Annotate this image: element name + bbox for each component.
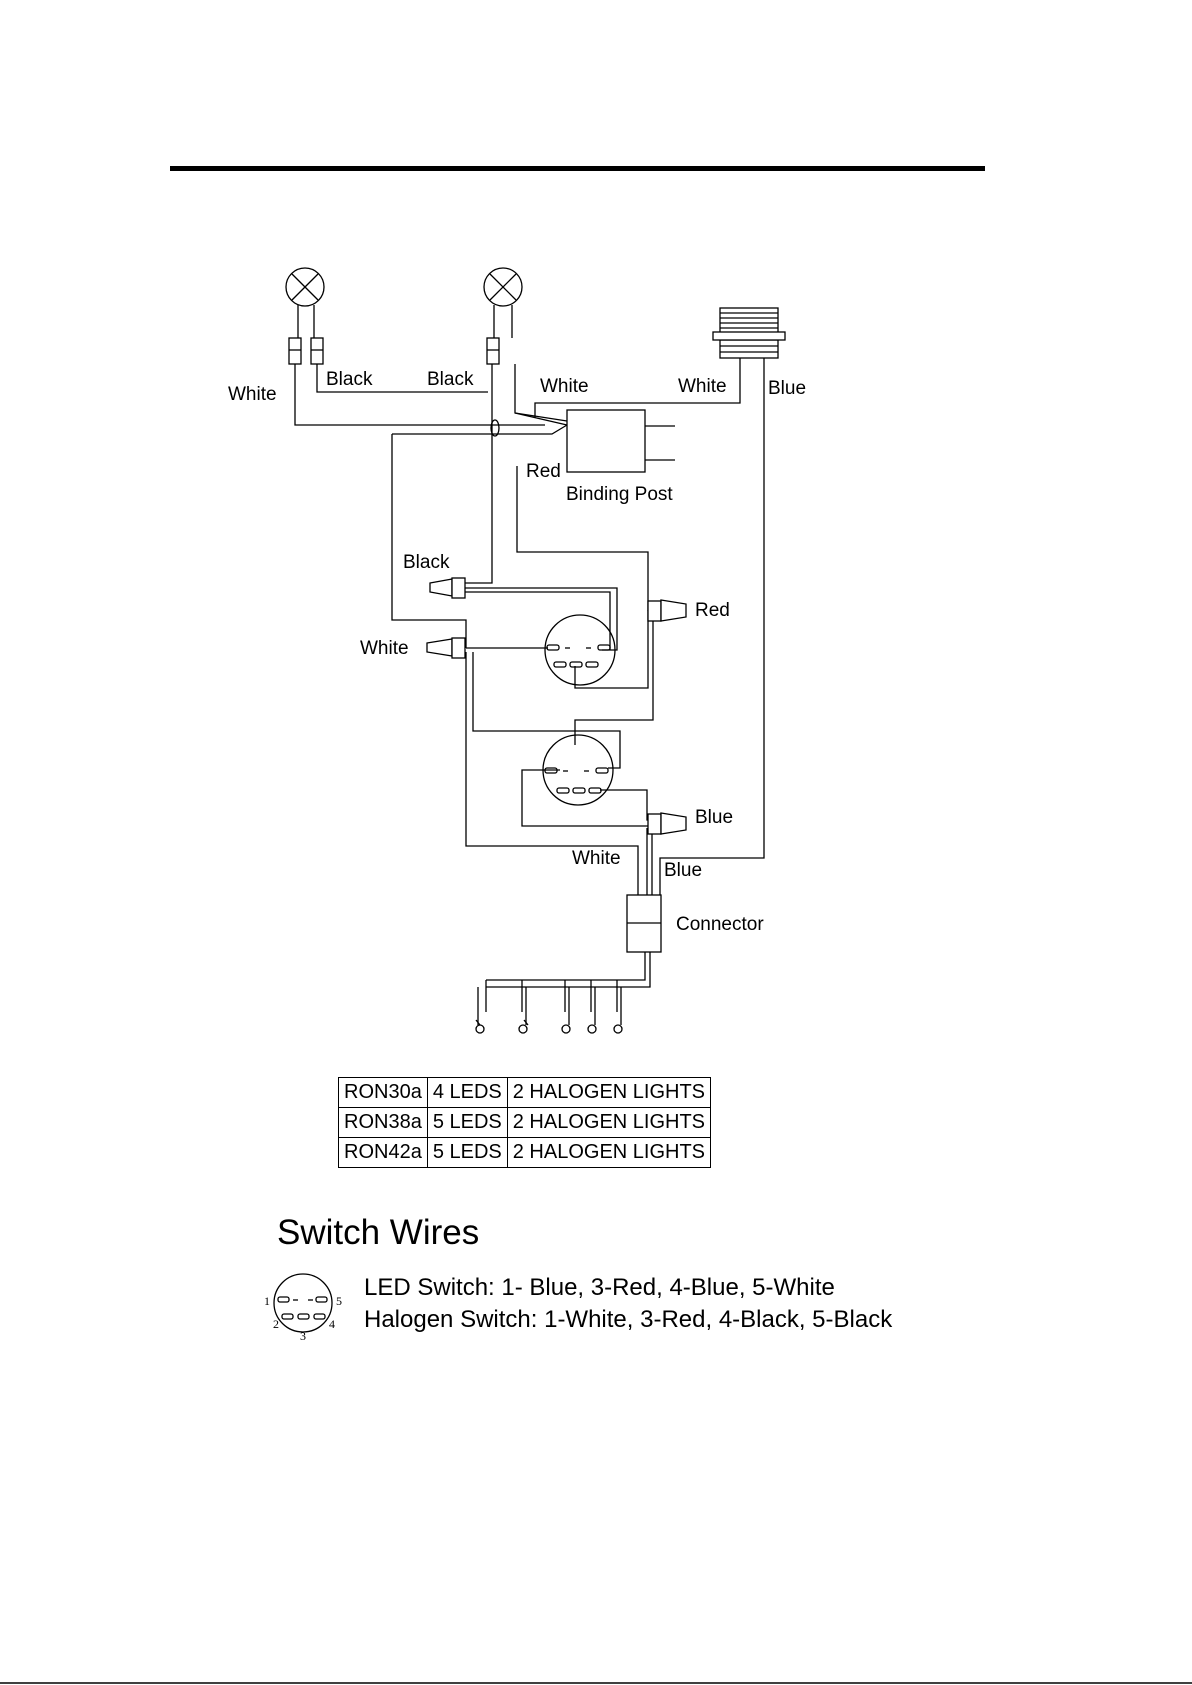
led-switch-wiring: LED Switch: 1- Blue, 3-Red, 4-Blue, 5-Wh… (364, 1274, 835, 1301)
label-black-left: Black (326, 369, 373, 390)
pin-5: 5 (336, 1294, 342, 1308)
table-row: RON38a 5 LEDS 2 HALOGEN LIGHTS (338, 1107, 712, 1138)
switch-wires-title: Switch Wires (277, 1213, 480, 1252)
table-cell-lights: 2 HALOGEN LIGHTS (506, 1107, 712, 1138)
pin-3: 3 (300, 1329, 306, 1343)
model-table: RON30a 4 LEDS 2 HALOGEN LIGHTS RON38a 5 … (338, 1077, 712, 1168)
pin-2: 2 (273, 1317, 279, 1331)
wire-connector-red (647, 599, 687, 622)
label-black-mid: Black (427, 369, 474, 390)
table-cell-leds: 5 LEDS (426, 1107, 508, 1138)
table-row: RON42a 5 LEDS 2 HALOGEN LIGHTS (338, 1137, 712, 1168)
table-cell-lights: 2 HALOGEN LIGHTS (506, 1077, 712, 1108)
switch-2-icon (542, 734, 614, 806)
label-red-switch: Red (695, 600, 730, 621)
label-connector: Connector (676, 914, 764, 935)
label-white-left: White (228, 384, 277, 405)
table-cell-model: RON38a (338, 1107, 428, 1138)
halogen-lamp-1 (285, 267, 325, 365)
wires (294, 364, 765, 1026)
label-binding-post: Binding Post (566, 484, 673, 505)
table-cell-leds: 4 LEDS (426, 1077, 508, 1108)
label-blue-bottom: Blue (664, 860, 702, 881)
table-cell-leds: 5 LEDS (426, 1137, 508, 1168)
led-lead-icons (475, 1024, 623, 1034)
label-blue-socket: Blue (768, 378, 806, 399)
socket-icon (712, 307, 786, 372)
connector-block (626, 894, 662, 953)
switch-pinout-icon: 1 2 3 4 5 (264, 1273, 342, 1343)
label-white-top: White (540, 376, 589, 397)
pin-4: 4 (329, 1317, 335, 1331)
header-rule (170, 166, 985, 171)
halogen-lamp-2 (483, 267, 523, 365)
wire-connector-blue (647, 812, 687, 835)
label-white-switch: White (360, 638, 409, 659)
switch-1-icon (544, 614, 616, 686)
label-black-switch: Black (403, 552, 450, 573)
halogen-switch-wiring: Halogen Switch: 1-White, 3-Red, 4-Black,… (364, 1306, 893, 1333)
table-row: RON30a 4 LEDS 2 HALOGEN LIGHTS (338, 1077, 712, 1108)
label-blue-switch: Blue (695, 807, 733, 828)
table-cell-model: RON42a (338, 1137, 428, 1168)
table-cell-model: RON30a (338, 1077, 428, 1108)
label-white-socket: White (678, 376, 727, 397)
label-white-bottom: White (572, 848, 621, 869)
pin-1: 1 (264, 1294, 270, 1308)
table-cell-lights: 2 HALOGEN LIGHTS (506, 1137, 712, 1168)
wire-connector-black (429, 577, 466, 599)
wire-connector-white (426, 637, 466, 659)
label-red-post: Red (526, 461, 561, 482)
binding-post (566, 409, 675, 473)
